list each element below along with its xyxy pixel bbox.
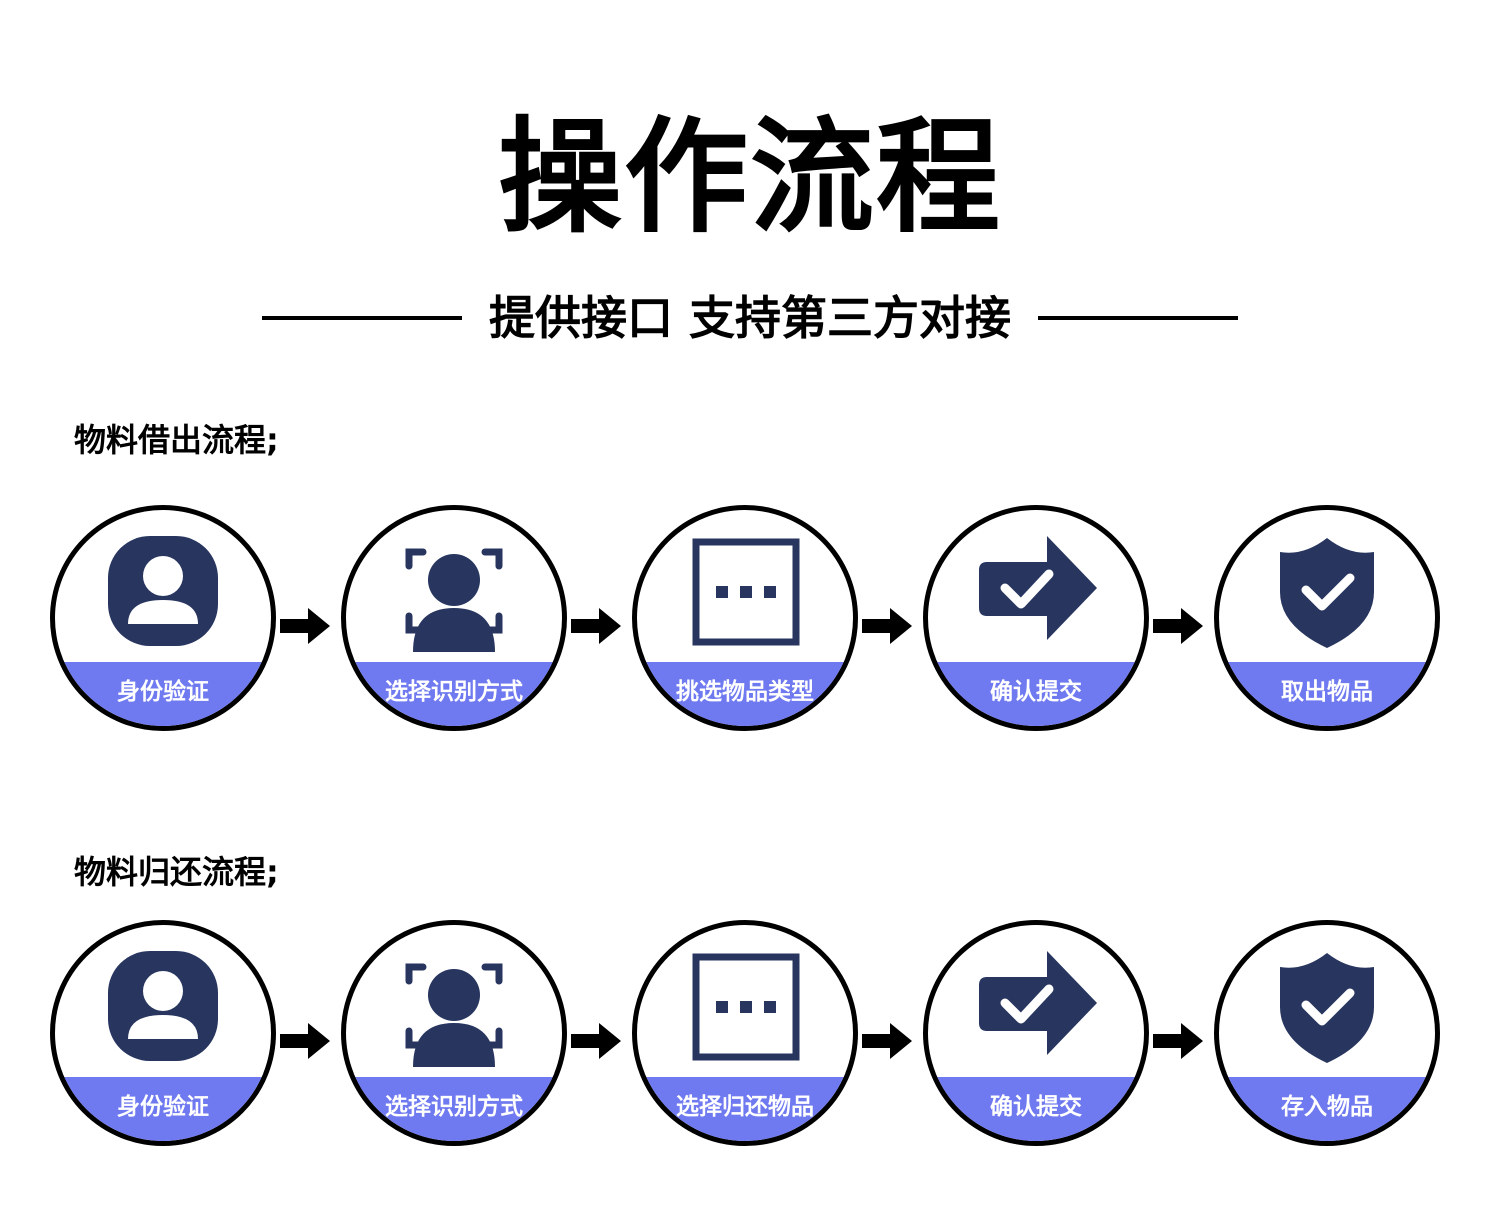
step-label: 身份验证 (117, 1094, 209, 1120)
step-label: 取出物品 (1281, 679, 1373, 705)
shield-check-icon (1280, 538, 1374, 648)
subtitle-line-left (262, 316, 462, 320)
borrow-step-select-type: 挑选物品类型 (632, 505, 858, 731)
step-band (55, 1073, 271, 1141)
return-step-recognition: 选择识别方式 (341, 920, 567, 1146)
check-arrow-icon (979, 951, 1097, 1055)
arrow-right-icon (571, 608, 621, 644)
arrow-right-icon (1153, 1023, 1203, 1059)
face-scan-icon (405, 963, 503, 1067)
step-label: 挑选物品类型 (676, 679, 814, 705)
page-title: 操作流程 (497, 106, 1002, 250)
step-label: 存入物品 (1281, 1094, 1373, 1120)
arrow-right-icon (571, 1023, 621, 1059)
step-band (928, 1073, 1144, 1141)
return-step-confirm: 确认提交 (923, 920, 1149, 1146)
borrow-step-recognition: 选择识别方式 (341, 505, 567, 731)
user-avatar-icon (108, 951, 218, 1061)
step-label: 选择识别方式 (385, 1094, 523, 1120)
step-band (637, 1073, 853, 1141)
return-step-identity: 身份验证 (50, 920, 276, 1146)
check-arrow-icon (979, 536, 1097, 640)
shield-check-icon (1280, 953, 1374, 1063)
arrow-right-icon (862, 608, 912, 644)
arrow-right-icon (280, 608, 330, 644)
user-avatar-icon (108, 536, 218, 646)
return-step-select-items: 选择归还物品 (632, 920, 858, 1146)
step-band (1219, 1073, 1435, 1141)
step-band (55, 658, 271, 726)
step-label: 选择归还物品 (676, 1094, 814, 1120)
subtitle-row: 提供接口 支持第三方对接 (0, 288, 1500, 348)
arrow-right-icon (862, 1023, 912, 1059)
dotted-box-icon (692, 538, 800, 646)
face-scan-icon (405, 548, 503, 652)
step-label: 身份验证 (117, 679, 209, 705)
step-band (346, 1073, 562, 1141)
borrow-step-take-out: 取出物品 (1214, 505, 1440, 731)
step-band (1219, 658, 1435, 726)
borrow-flow-label: 物料借出流程; (74, 421, 279, 459)
return-flow-row: 身份验证 选择识别方式 选择归还物品 (0, 920, 1500, 1150)
step-label: 确认提交 (990, 679, 1082, 705)
step-band (928, 658, 1144, 726)
step-label: 选择识别方式 (385, 679, 523, 705)
dotted-box-icon (692, 953, 800, 1061)
borrow-step-confirm: 确认提交 (923, 505, 1149, 731)
return-flow-label: 物料归还流程; (74, 853, 279, 891)
arrow-right-icon (280, 1023, 330, 1059)
arrow-right-icon (1153, 608, 1203, 644)
step-band (346, 658, 562, 726)
subtitle-line-right (1038, 316, 1238, 320)
borrow-step-identity: 身份验证 (50, 505, 276, 731)
step-band (637, 658, 853, 726)
subtitle: 提供接口 支持第三方对接 (488, 291, 1011, 345)
borrow-flow-row: 身份验证 选择识别方式 挑选物品类型 (0, 505, 1500, 735)
return-step-store: 存入物品 (1214, 920, 1440, 1146)
step-label: 确认提交 (990, 1094, 1082, 1120)
